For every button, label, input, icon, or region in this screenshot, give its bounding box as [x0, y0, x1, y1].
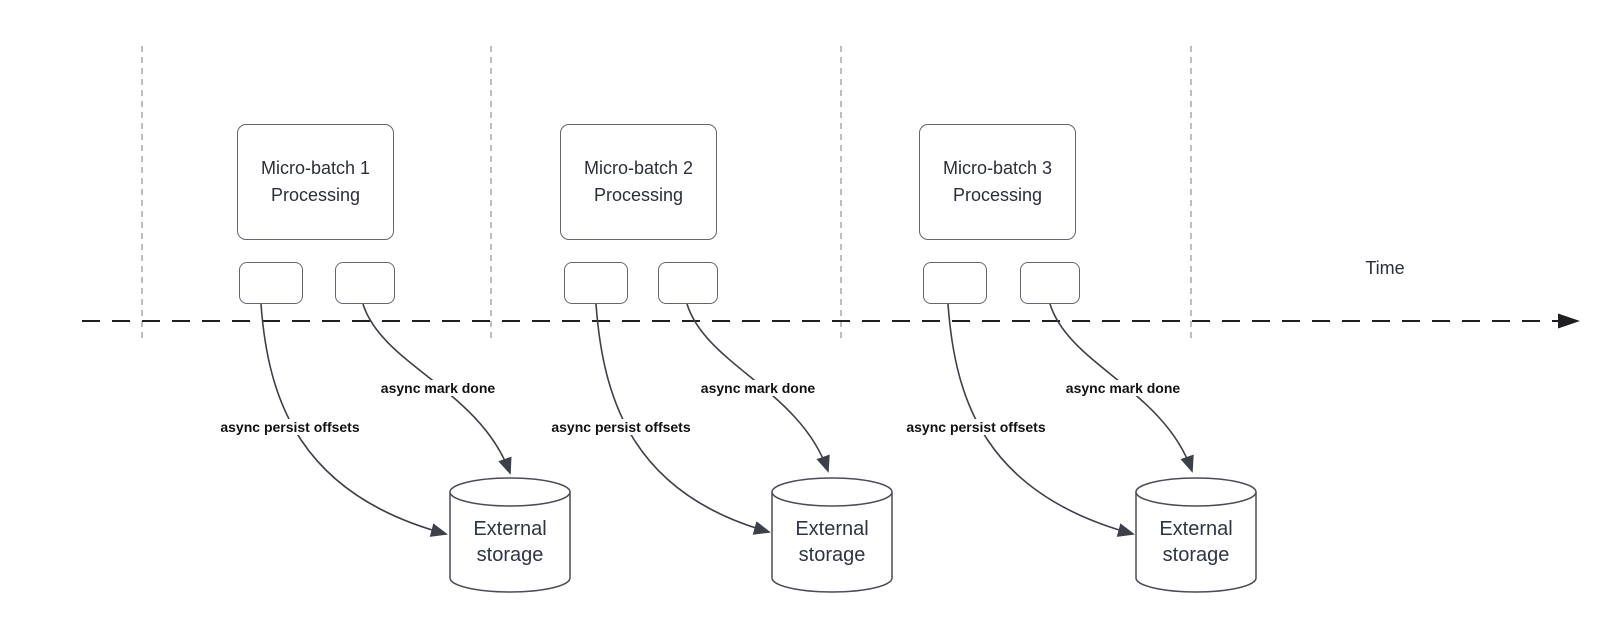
micro-batch-subtitle: Processing: [593, 185, 684, 205]
storage-cylinder-top: [1135, 477, 1257, 507]
time-axis-label: Time: [1365, 258, 1405, 278]
persist-offsets-label: async persist offsets: [218, 419, 362, 435]
micro-batch-subtitle: Processing: [952, 185, 1043, 205]
storage-cylinder-body: [1135, 492, 1257, 593]
micro-batch-title: Micro-batch 1: [260, 158, 371, 178]
mark-done-task-box: [335, 262, 395, 304]
persist-offsets-label: async persist offsets: [549, 419, 693, 435]
storage-cylinder-body: [449, 492, 571, 593]
storage-label-line2: storage: [798, 544, 866, 566]
storage-label-line1: External: [795, 518, 869, 540]
storage-label: External storage: [1126, 516, 1266, 568]
storage-label: External storage: [762, 516, 902, 568]
mark-done-task-box: [658, 262, 718, 304]
mark-done-label: async mark done: [378, 380, 498, 396]
persist-offsets-task-box: [239, 262, 303, 304]
storage-label-line1: External: [1159, 518, 1233, 540]
storage-cylinder: [449, 477, 571, 593]
micro-batch-title: Micro-batch 3: [942, 158, 1053, 178]
storage-cylinder: [771, 477, 893, 593]
micro-batch-title: Micro-batch 2: [583, 158, 694, 178]
persist-offsets-arrow: [595, 303, 771, 535]
persist-offsets-arrow: [947, 303, 1135, 537]
storage-cylinder-top: [449, 477, 571, 507]
mark-done-label: async mark done: [1063, 380, 1183, 396]
storage-label-line2: storage: [1162, 544, 1230, 566]
micro-batch-subtitle: Processing: [270, 185, 361, 205]
time-axis-arrowhead-icon: [1558, 313, 1580, 329]
persist-offsets-task-box: [923, 262, 987, 304]
storage-cylinder-body: [771, 492, 893, 593]
storage-label: External storage: [440, 516, 580, 568]
storage-label-line1: External: [473, 518, 547, 540]
storage-label-line2: storage: [476, 544, 544, 566]
mark-done-label: async mark done: [698, 380, 818, 396]
mark-done-task-box: [1020, 262, 1080, 304]
storage-cylinder-top: [771, 477, 893, 507]
micro-batch-box: Micro-batch 1 Processing: [237, 124, 394, 240]
micro-batch-box: Micro-batch 3 Processing: [919, 124, 1076, 240]
persist-offsets-label: async persist offsets: [904, 419, 1048, 435]
persist-offsets-task-box: [564, 262, 628, 304]
storage-cylinder: [1135, 477, 1257, 593]
micro-batch-box: Micro-batch 2 Processing: [560, 124, 717, 240]
persist-offsets-arrow: [260, 303, 448, 537]
